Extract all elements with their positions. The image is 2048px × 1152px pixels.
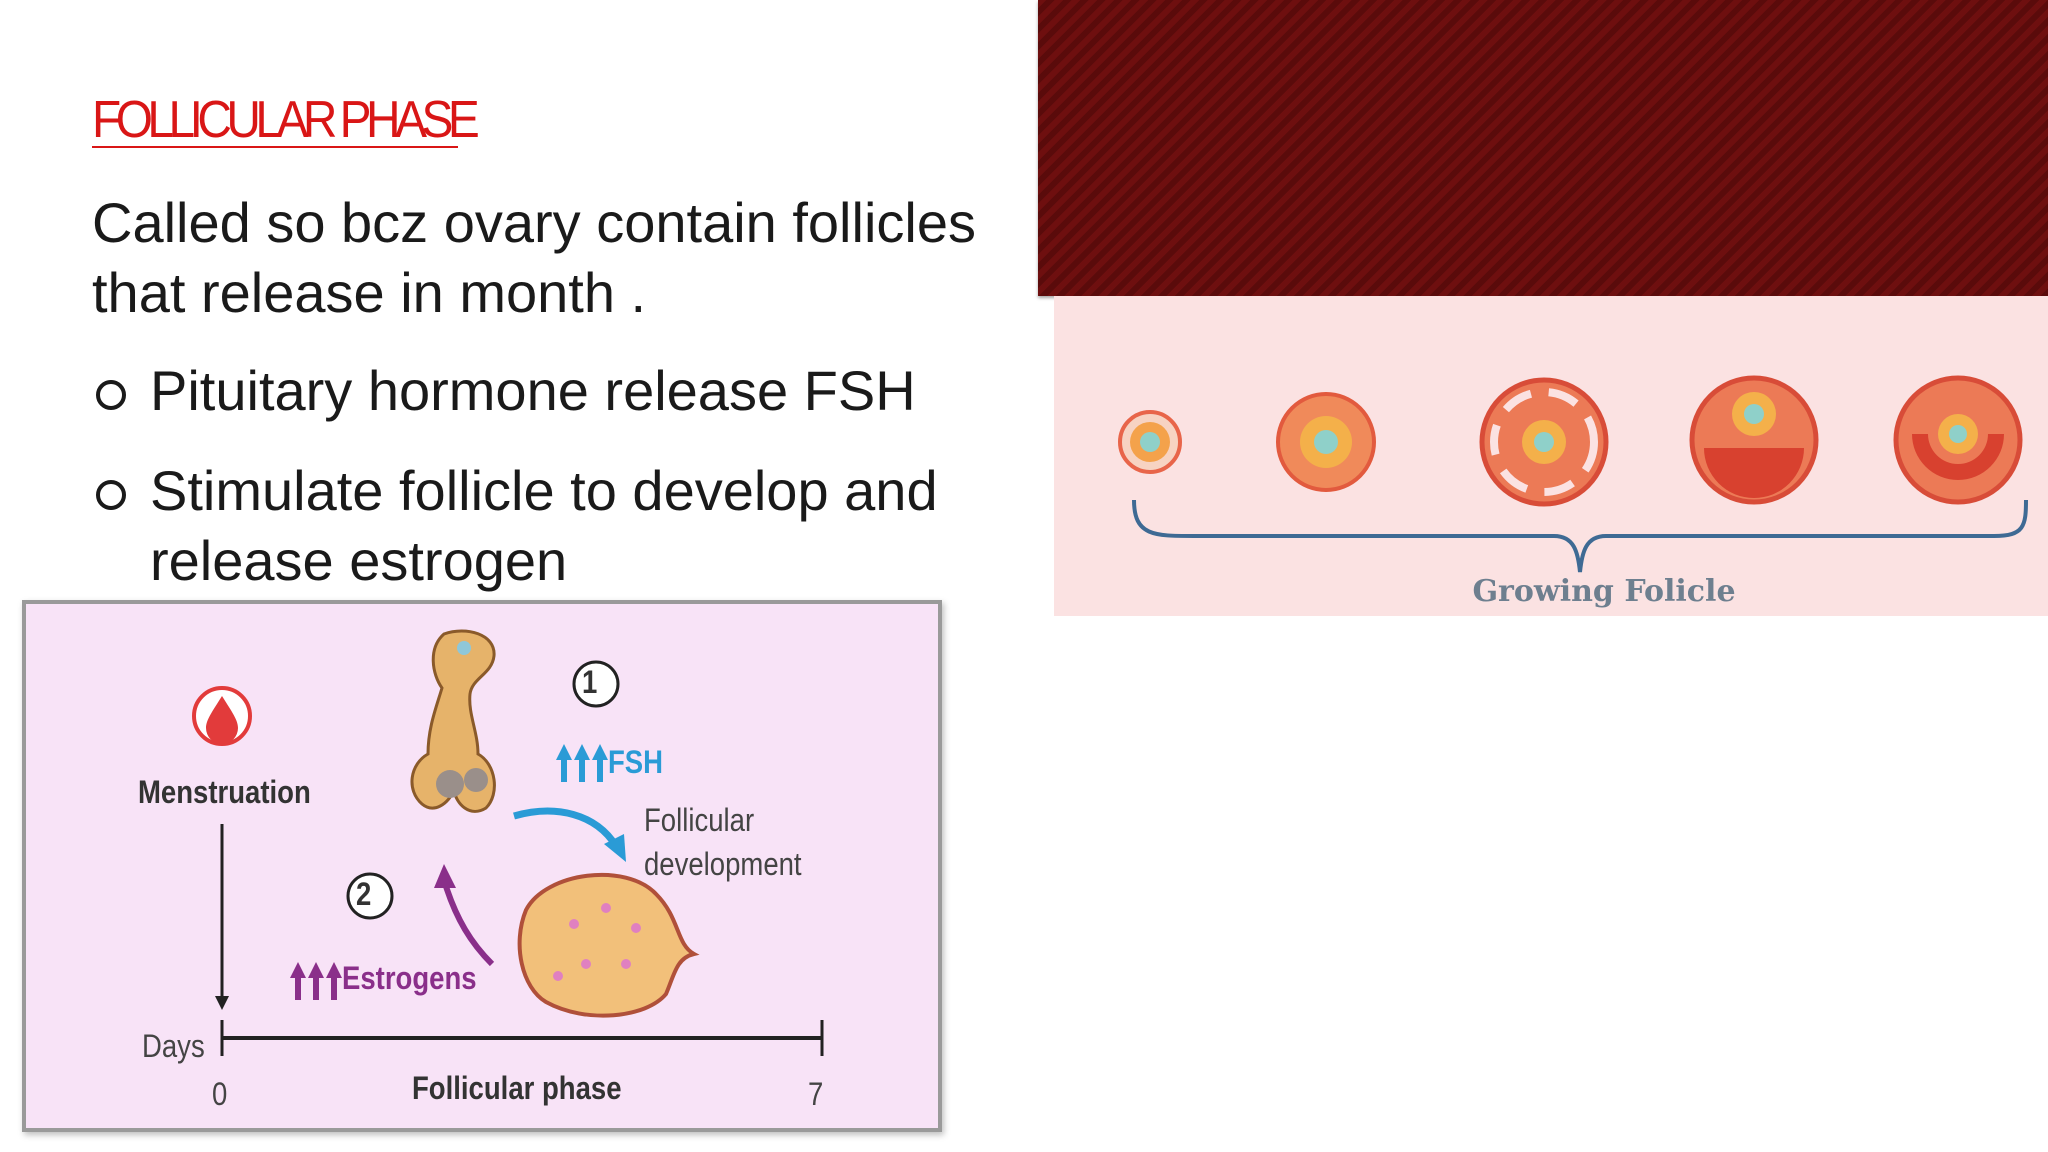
fsh-up-arrows-icon [556, 744, 608, 782]
follicular-cycle-diagram: 1 2 Menstruation FSH Follicular developm… [22, 600, 942, 1132]
decorative-stripe-panel [1038, 0, 2048, 296]
follicle-stages-illustration [1118, 375, 2028, 573]
growing-follicle-brace [1132, 499, 2028, 573]
follicle-stage-5 [1893, 375, 2023, 505]
circle-bullet-icon [96, 380, 126, 410]
fsh-label: FSH [608, 744, 664, 780]
bullet-item: Pituitary hormone release FSH [92, 356, 1012, 426]
follicle-stage-1 [1118, 410, 1182, 474]
blood-drop-icon [192, 686, 252, 746]
follicle-stage-4 [1689, 375, 1819, 505]
fsh-flow-arrow [513, 807, 619, 848]
bullet-item: Stimulate follicle to develop and releas… [92, 456, 1012, 596]
ovary-follicle-icon [517, 872, 700, 1018]
step-2-badge [346, 872, 394, 920]
growing-follicle-image: Growing Folicle [1054, 296, 2048, 616]
bullet-text: Pituitary hormone release FSH [150, 359, 916, 422]
follicle-stage-2 [1276, 392, 1376, 492]
estrogen-up-arrows-icon [290, 962, 342, 1000]
estrogens-label: Estrogens [342, 960, 477, 996]
cycle-diagram-graphics [192, 629, 824, 1056]
step-1-badge [572, 660, 620, 708]
follicular-development-label-line2: development [644, 846, 802, 882]
day-end-tick-label: 7 [808, 1076, 824, 1112]
slide-title: FOLLICULAR PHASE [92, 91, 480, 149]
menstruation-label: Menstruation [138, 774, 311, 810]
follicular-development-label-line1: Follicular [644, 802, 755, 838]
follicle-stage-3 [1479, 377, 1609, 507]
follicular-phase-label: Follicular phase [412, 1070, 622, 1106]
pituitary-gland-icon [410, 629, 496, 813]
day-start-tick-label: 0 [212, 1076, 228, 1112]
step-1-number: 1 [582, 664, 598, 700]
bullet-text: Stimulate follicle to develop and releas… [150, 459, 938, 592]
circle-bullet-icon [96, 480, 126, 510]
intro-text: Called so bcz ovary contain follicles th… [92, 191, 976, 324]
growing-follicle-label: Growing Folicle [1472, 574, 1736, 609]
step-2-number: 2 [356, 876, 372, 912]
title-underline [92, 146, 458, 148]
days-axis-label: Days [142, 1028, 205, 1064]
estrogen-flow-arrow [441, 879, 495, 967]
